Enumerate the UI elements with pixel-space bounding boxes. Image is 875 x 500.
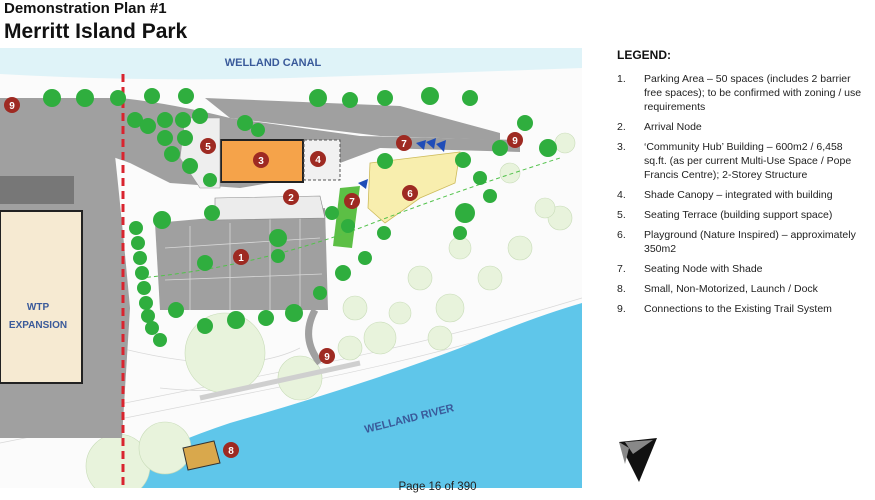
marker-3: 3: [253, 152, 269, 168]
marker-9-south: 9: [319, 348, 335, 364]
legend-item: 2. Arrival Node: [617, 120, 867, 134]
legend-item: 8. Small, Non-Motorized, Launch / Dock: [617, 282, 867, 296]
nature-trail: [139, 157, 561, 279]
svg-text:6: 6: [407, 189, 413, 200]
legend-item-text: Connections to the Existing Trail System: [644, 303, 832, 315]
svg-text:5: 5: [205, 142, 211, 153]
legend-item-number: 2.: [617, 121, 626, 133]
legend-item-number: 3.: [617, 141, 626, 153]
plan-subtitle: Demonstration Plan #1: [4, 0, 167, 17]
legend-item-text: Small, Non-Motorized, Launch / Dock: [644, 283, 818, 295]
welland-river: [95, 303, 582, 488]
arrival-node-plaza: [214, 195, 326, 221]
wtp-label-line2: EXPANSION: [9, 320, 67, 331]
svg-text:3: 3: [258, 156, 264, 167]
seating-node-shades: [358, 138, 446, 189]
marker-9-west: 9: [4, 97, 20, 113]
svg-text:1: 1: [238, 253, 244, 264]
svg-text:4: 4: [315, 155, 321, 166]
map-markers: 9 9 9 5 3 4 2 7 7 6 1 8: [4, 97, 523, 458]
svg-text:2: 2: [288, 193, 294, 204]
wtp-building: [0, 210, 83, 384]
page-number: Page 16 of 390: [398, 481, 477, 493]
legend-item: 7. Seating Node with Shade: [617, 262, 867, 276]
parking-stalls: [164, 214, 323, 310]
svg-text:9: 9: [9, 101, 15, 112]
canal-label: WELLAND CANAL: [225, 57, 322, 69]
marker-1: 1: [233, 249, 249, 265]
legend-item-text: Seating Node with Shade: [644, 263, 763, 275]
legend-item-number: 7.: [617, 263, 626, 275]
legend-list: 1. Parking Area – 50 spaces (includes 2 b…: [617, 72, 867, 322]
trees: [43, 87, 557, 347]
legend-title: LEGEND:: [617, 48, 671, 62]
river-trail: [199, 360, 361, 401]
legend-item-text: Seating Terrace (building support space): [644, 209, 833, 221]
legend-item: 6. Playground (Nature Inspired) – approxi…: [617, 228, 867, 256]
north-arrow-icon: [619, 438, 657, 482]
light-trees: [85, 132, 576, 488]
page-title: Merritt Island Park: [4, 20, 188, 43]
wtp-annex: [0, 176, 74, 204]
north-drive: [205, 98, 500, 140]
legend-item-text: Playground (Nature Inspired) – approxima…: [644, 229, 856, 255]
marker-6: 6: [402, 185, 418, 201]
legend-item-text: Shade Canopy – integrated with building: [644, 189, 833, 201]
marker-4: 4: [310, 151, 326, 167]
marker-5: 5: [200, 138, 216, 154]
legend-item-number: 9.: [617, 303, 626, 315]
svg-text:7: 7: [349, 197, 355, 208]
welland-canal: [0, 48, 582, 80]
marker-9-east: 9: [507, 132, 523, 148]
legend-item-number: 4.: [617, 189, 626, 201]
wtp-label-line1: WTP: [27, 302, 50, 313]
legend-item-text: Arrival Node: [644, 121, 702, 133]
legend-item-number: 1.: [617, 73, 626, 85]
marker-2: 2: [283, 189, 299, 205]
legend-item-text: ‘Community Hub’ Building – 600m2 / 6,458…: [644, 141, 852, 181]
legend-item-number: 5.: [617, 209, 626, 221]
legend-item: 4. Shade Canopy – integrated with buildin…: [617, 188, 867, 202]
svg-text:9: 9: [324, 352, 330, 363]
site-plan-map: 9 9 9 5 3 4 2 7 7 6 1 8 WELLAND CANAL WE…: [0, 48, 582, 488]
marker-7-north: 7: [396, 135, 412, 151]
legend-item-number: 8.: [617, 283, 626, 295]
legend-item: 5. Seating Terrace (building support spac…: [617, 208, 867, 222]
marker-7-south: 7: [344, 193, 360, 209]
legend-item: 9. Connections to the Existing Trail Syst…: [617, 302, 867, 316]
south-trail: [305, 308, 323, 366]
legend-item-number: 6.: [617, 229, 626, 241]
legend-item: 3. ‘Community Hub’ Building – 600m2 / 6,4…: [617, 140, 867, 182]
legend-item-text: Parking Area – 50 spaces (includes 2 bar…: [644, 73, 862, 113]
legend-item: 1. Parking Area – 50 spaces (includes 2 b…: [617, 72, 867, 114]
svg-text:8: 8: [228, 446, 234, 457]
marker-8: 8: [223, 442, 239, 458]
launch-dock: [182, 440, 221, 471]
svg-text:7: 7: [401, 139, 407, 150]
svg-text:9: 9: [512, 136, 518, 147]
